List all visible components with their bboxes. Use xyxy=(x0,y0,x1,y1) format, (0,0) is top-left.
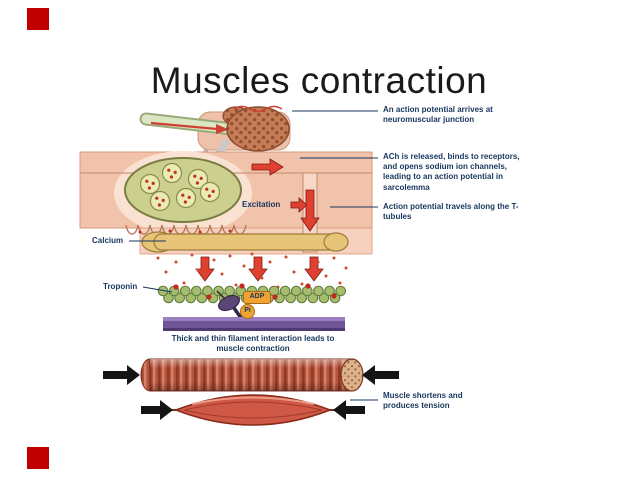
callout-step4: Muscle shortens and produces tension xyxy=(383,391,463,411)
callout-step2: ACh is released, binds to receptors, and… xyxy=(383,152,520,192)
synaptic-vesicle xyxy=(139,173,161,195)
myosin-head xyxy=(216,290,243,320)
synaptic-vesicle xyxy=(175,187,197,209)
left-arrow xyxy=(141,400,173,420)
right-arrow xyxy=(362,365,399,385)
t-tubule-arrow xyxy=(300,189,320,232)
slide-accent-square-top-left xyxy=(27,8,49,30)
label-excitation: Excitation xyxy=(242,200,281,209)
callout-step3: Action potential travels along the T-tub… xyxy=(383,202,519,222)
label-filament-caption: Thick and thin filament interaction lead… xyxy=(171,334,335,354)
muscle-shortening-arrows xyxy=(141,400,365,420)
fiber-cross-section xyxy=(340,358,364,392)
label-calcium: Calcium xyxy=(92,236,124,245)
slide-title: Muscles contraction xyxy=(150,59,488,101)
label-pi: Pi xyxy=(240,304,255,319)
label-troponin: Troponin xyxy=(103,282,138,291)
synaptic-terminal xyxy=(124,157,242,223)
excitation-arrow xyxy=(290,197,308,213)
calcium-release-arrows xyxy=(195,256,324,282)
left-arrow xyxy=(103,365,140,385)
synaptic-vesicle xyxy=(161,162,183,184)
right-arrow xyxy=(333,400,365,420)
synaptic-vesicle xyxy=(149,190,171,212)
sarcolemma-ap-arrow xyxy=(251,158,284,176)
muscle-fiber xyxy=(140,358,364,392)
action-potential-line xyxy=(150,121,218,131)
label-adp: ADP xyxy=(243,291,271,304)
troponin-dots xyxy=(173,283,337,300)
synaptic-vesicle xyxy=(199,181,221,203)
whole-muscle xyxy=(162,394,344,426)
muscle-fiber-bundle xyxy=(226,106,290,152)
axon-and-fiber-bundle xyxy=(139,105,291,152)
fiber-compression-arrows xyxy=(103,365,399,385)
slide-accent-square-bottom-left xyxy=(27,447,49,469)
callout-step1: An action potential arrives at neuromusc… xyxy=(383,105,493,125)
excitation-arrows xyxy=(251,158,320,232)
terminal-cisterna xyxy=(141,231,349,253)
callout-leader-lines xyxy=(129,110,378,401)
thick-filament-band xyxy=(163,317,345,331)
